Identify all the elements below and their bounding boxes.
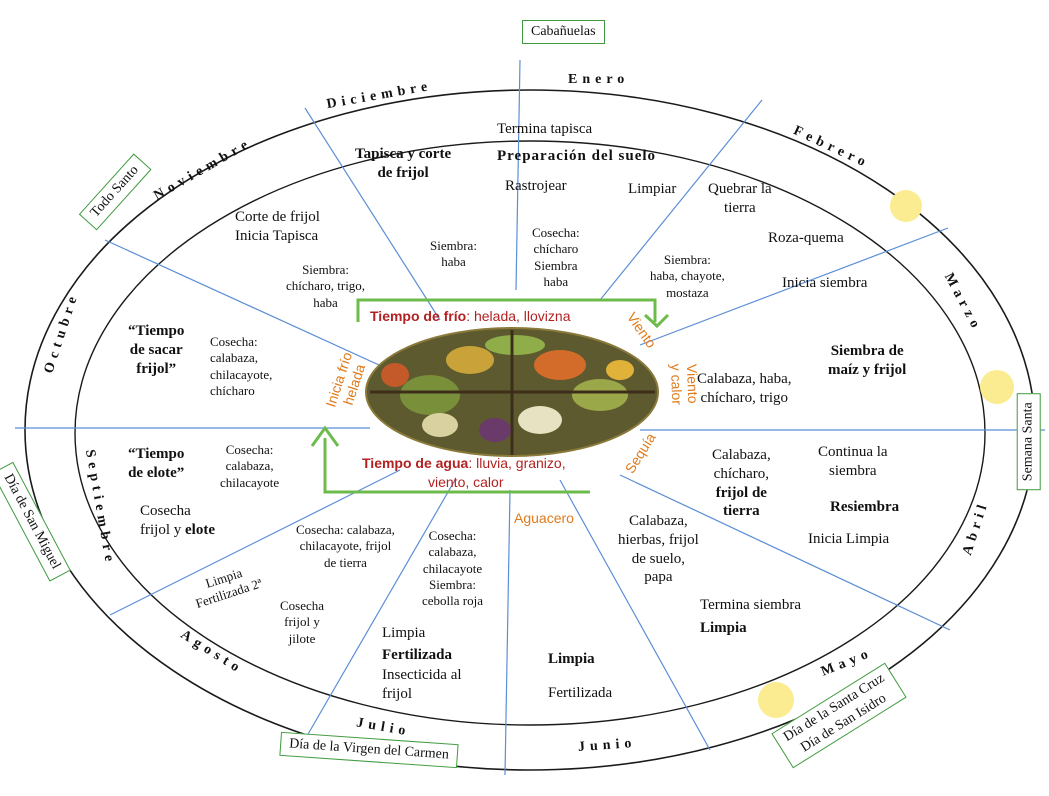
sun-icon: [980, 370, 1014, 404]
jun-limpia: Limpia: [548, 651, 595, 667]
abr-inicia-limpia: Inicia Limpia: [808, 531, 890, 547]
feast-semana-santa: Semana Santa: [1016, 393, 1041, 491]
jun-fertilizada: Fertilizada: [548, 685, 613, 701]
nov-siembra: Siembra:chícharo, trigo,haba: [286, 262, 366, 310]
season-arrows: [310, 298, 670, 494]
sep-cosecha: Cosecha:calabaza,chilacayote: [220, 442, 280, 490]
jul-limpia: Limpia: [382, 625, 426, 641]
sun-icon: [890, 190, 922, 222]
month-enero: Enero: [568, 72, 630, 87]
abr-resiembra: Resiembra: [830, 499, 900, 515]
produce-shapes: [370, 330, 655, 455]
sun-icon: [758, 682, 794, 718]
feast-cabanuelas: Cabañuelas: [522, 20, 605, 44]
feb-limpiar: Limpiar: [628, 181, 677, 197]
may-termina-siembra: Termina siembra: [700, 597, 801, 613]
season-aguacero: Aguacero: [514, 510, 574, 526]
oct-cosecha: Cosecha:calabaza,chilacayote,chícharo: [210, 334, 273, 398]
jul-fertilizada: Fertilizada: [382, 647, 452, 663]
inner-ring: [74, 140, 986, 726]
may-limpia: Limpia: [700, 620, 747, 636]
feb-roza-quema: Roza-quema: [768, 230, 844, 246]
enero-preparacion-suelo: Preparación del suelo: [497, 148, 657, 164]
enero-rastrojear: Rastrojear: [505, 178, 567, 194]
mar-calabaza-haba: Calabaza, haba,chícharo, trigo: [697, 371, 792, 406]
season-frio: Tiempo de frío: helada, llovizna: [370, 308, 571, 324]
enero-termina-tapisca: Termina tapisca: [497, 121, 593, 137]
feb-siembra: Siembra:haba, chayote,mostaza: [650, 252, 725, 300]
dic-siembra-haba: Siembra:haba: [430, 238, 477, 270]
season-agua: Tiempo de agua: lluvia, granizo, viento,…: [362, 455, 566, 490]
mar-inicia-siembra: Inicia siembra: [782, 275, 868, 291]
month-spokes: [15, 59, 1045, 776]
